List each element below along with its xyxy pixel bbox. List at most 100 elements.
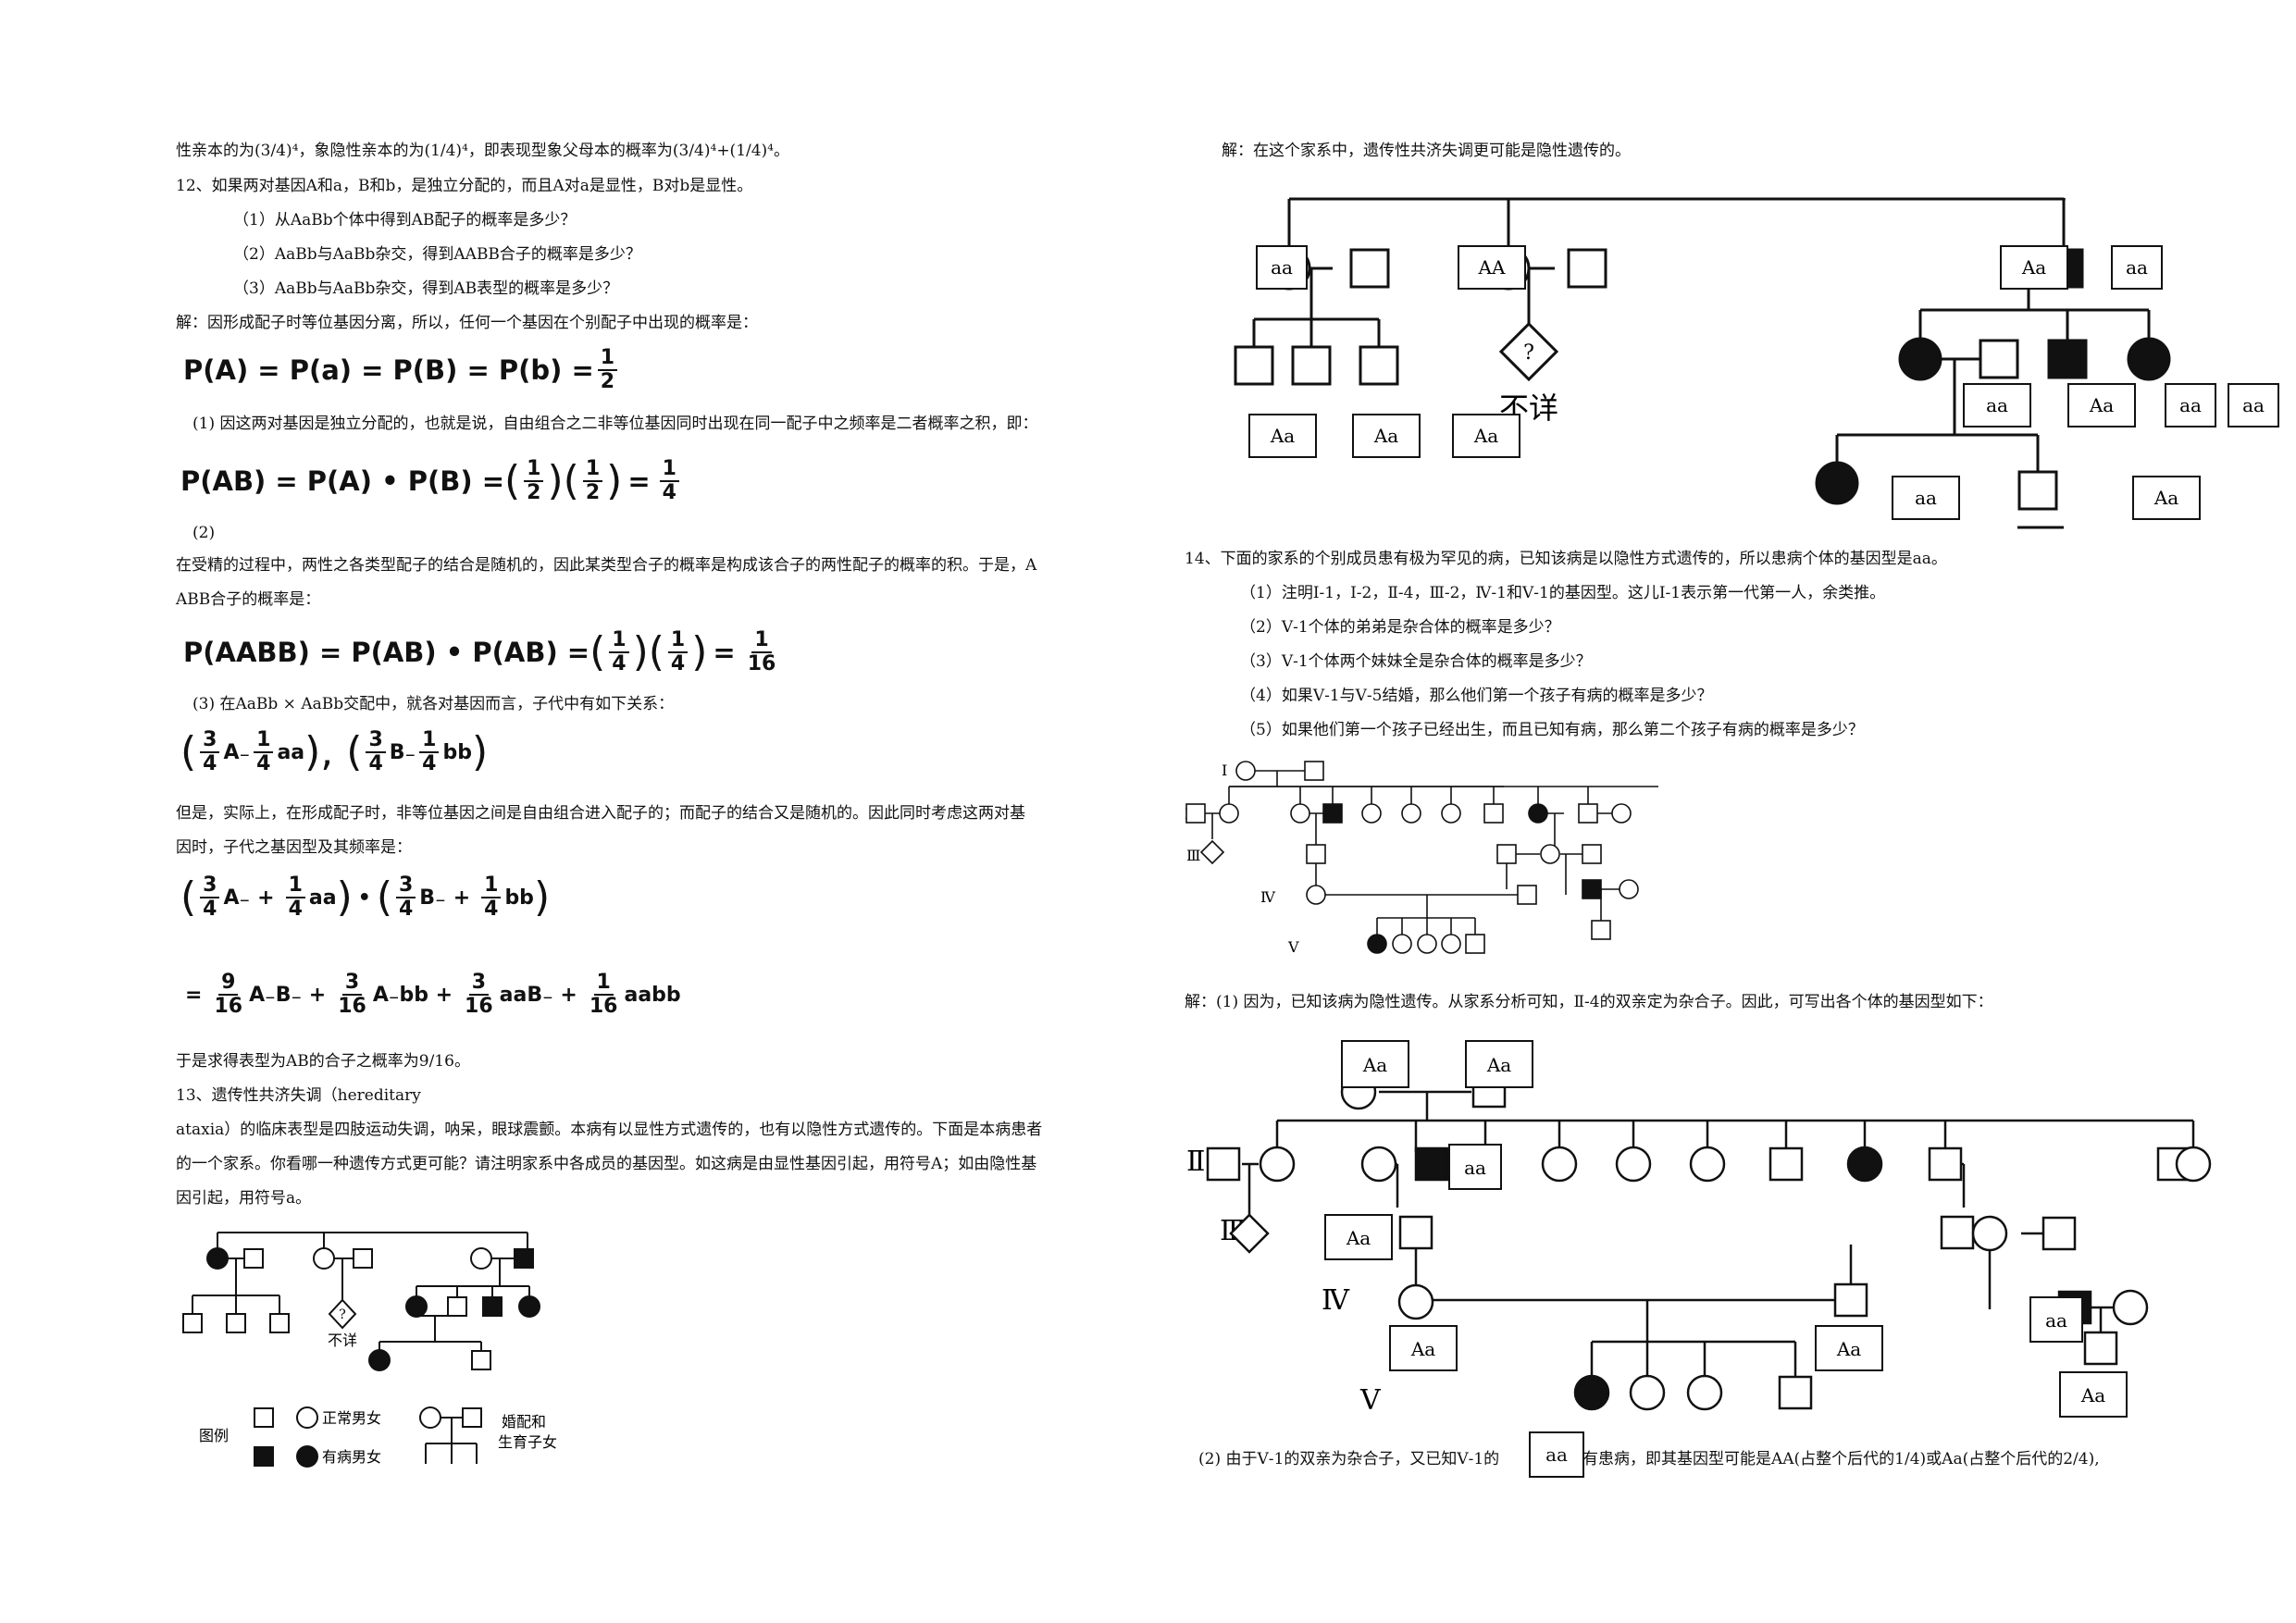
genotype-label: aa bbox=[2179, 394, 2202, 416]
term: A₋B₋ + bbox=[249, 983, 327, 1007]
normal-female bbox=[1417, 934, 1437, 954]
genotype-label: aa bbox=[1271, 256, 1293, 279]
term: aa bbox=[277, 740, 305, 764]
normal-male bbox=[1306, 844, 1326, 864]
normal-female bbox=[1611, 803, 1632, 824]
frac-den: 16 bbox=[214, 995, 243, 1018]
affected-female bbox=[2127, 337, 2171, 381]
question-13-line4: 因引起，用符号a。 bbox=[176, 1189, 312, 1208]
normal-male bbox=[1465, 934, 1485, 954]
term: bb bbox=[442, 740, 472, 764]
genotype-label: aa bbox=[1464, 1157, 1486, 1179]
frac-num: 1 bbox=[582, 458, 603, 482]
frac-den: 4 bbox=[203, 898, 217, 921]
normal-male bbox=[243, 1248, 264, 1269]
genotype-label: Aa bbox=[1486, 1054, 1511, 1076]
question-14-4: （4）如果Ⅴ-1与Ⅴ-5结婚，那么他们第一个孩子有病的概率是多少？ bbox=[1240, 687, 1713, 705]
legend-normal-female bbox=[296, 1406, 318, 1429]
frac-num: 1 bbox=[524, 458, 544, 482]
normal-male bbox=[1778, 1375, 1813, 1410]
question-14-1: （1）注明Ⅰ-1，Ⅰ-2，Ⅱ-4，Ⅲ-2，Ⅳ-1和Ⅴ-1的基因型。这儿Ⅰ-1表示… bbox=[1240, 584, 1886, 602]
normal-male bbox=[226, 1313, 246, 1333]
normal-male bbox=[2042, 1216, 2077, 1251]
normal-male bbox=[1940, 1215, 1975, 1250]
term: bb bbox=[504, 886, 534, 910]
frac-num: 3 bbox=[395, 874, 416, 898]
affected-female bbox=[405, 1295, 428, 1318]
frac-den: 16 bbox=[338, 995, 366, 1018]
term: B₋ bbox=[419, 886, 446, 910]
normal-female bbox=[1401, 803, 1421, 824]
question-14-2: （2）Ⅴ-1个体的弟弟是杂合体的概率是多少？ bbox=[1240, 618, 1560, 637]
frac-num: 9 bbox=[218, 972, 239, 996]
genotype-label: aa bbox=[2045, 1309, 2067, 1332]
generation-label-5: Ⅴ bbox=[1287, 938, 1299, 956]
legend-normal-label: 正常男女 bbox=[322, 1409, 381, 1427]
normal-male bbox=[1979, 339, 2019, 379]
frac-den: 4 bbox=[398, 898, 414, 921]
normal-male bbox=[1398, 1215, 1433, 1250]
genotype-label-box: aa bbox=[1529, 1431, 1584, 1478]
affected-male bbox=[514, 1248, 534, 1269]
normal-male bbox=[2083, 1331, 2118, 1366]
paragraph-part-4-line1: 但是，实际上，在形成配子时，非等位基因之间是自由组合进入配子的；而配子的结合又是… bbox=[176, 804, 1025, 823]
normal-male bbox=[2017, 470, 2058, 511]
normal-male bbox=[1769, 1146, 1804, 1182]
normal-female bbox=[1219, 803, 1239, 824]
affected-female bbox=[1573, 1374, 1610, 1411]
normal-male bbox=[182, 1313, 203, 1333]
normal-female bbox=[1290, 803, 1310, 824]
affected-female bbox=[368, 1349, 391, 1371]
normal-female bbox=[1259, 1146, 1296, 1183]
frac-den: 4 bbox=[288, 898, 303, 921]
normal-female bbox=[1235, 761, 1256, 781]
normal-male bbox=[1496, 844, 1517, 864]
affected-male bbox=[1414, 1146, 1449, 1182]
frac-num: 1 bbox=[285, 874, 305, 898]
term: A₋ bbox=[223, 740, 251, 764]
generation-label-5: Ⅴ bbox=[1359, 1384, 1382, 1417]
normal-male bbox=[1582, 844, 1602, 864]
frac-den: 4 bbox=[612, 652, 627, 675]
legend-affected-female bbox=[296, 1445, 318, 1468]
affected-female bbox=[206, 1247, 229, 1270]
genotype-label: Aa bbox=[2021, 256, 2046, 279]
term: B₋ bbox=[389, 740, 416, 764]
legend-marriage-male bbox=[462, 1407, 482, 1428]
frac-den: 4 bbox=[256, 752, 271, 775]
normal-male bbox=[1349, 248, 1390, 289]
pedigree-rare-disease: Ⅰ Ⅱ Ⅲ Ⅳ Ⅴ bbox=[1185, 761, 1658, 956]
solution-13: 解：在这个家系中，遗传性共济失调更可能是隐性遗传的。 bbox=[1222, 142, 1631, 160]
genotype-label: aa bbox=[1545, 1443, 1568, 1466]
pedigree-ataxia-solution: ? 不详 aa AA Aa aa Aa Aa Aa aa bbox=[1234, 197, 2279, 529]
normal-male bbox=[447, 1296, 467, 1317]
frac-num: 3 bbox=[200, 729, 220, 753]
solution-intro: 解：因形成配子时等位基因分离，所以，任何一个基因在个别配子中出现的概率是： bbox=[176, 314, 758, 332]
normal-female bbox=[1360, 1146, 1397, 1183]
left-column: 性亲本的为(3/4)⁴，象隐性亲本的为(1/4)⁴，即表现型象父母本的概率为(3… bbox=[176, 142, 1042, 1468]
affected-female bbox=[1846, 1146, 1883, 1183]
unknown-label: 不详 bbox=[328, 1332, 357, 1349]
genotype-label: Aa bbox=[1473, 425, 1498, 447]
question-12-3: （3）AaBb与AaBb杂交，得到AB表型的概率是多少？ bbox=[233, 279, 619, 298]
legend-marriage-label-2: 生育子女 bbox=[498, 1433, 557, 1451]
affected-female bbox=[518, 1295, 540, 1318]
question-13-line3: 的一个家系。你看哪一种遗传方式更可能？请注明家系中各成员的基因型。如这病是由显性… bbox=[176, 1155, 1037, 1173]
normal-male bbox=[1578, 803, 1598, 824]
frac-num: 1 bbox=[597, 347, 618, 371]
frac-den: 16 bbox=[465, 995, 493, 1018]
generation-label-2: Ⅱ bbox=[1186, 1146, 1205, 1178]
normal-male bbox=[269, 1313, 290, 1333]
normal-male bbox=[1359, 345, 1399, 386]
normal-male bbox=[1483, 803, 1504, 824]
normal-female bbox=[1971, 1215, 2008, 1252]
genotype-label: Aa bbox=[1362, 1054, 1387, 1076]
question-12-1: （1）从AaBb个体中得到AB配子的概率是多少？ bbox=[233, 211, 577, 229]
frac-den: 4 bbox=[368, 752, 383, 775]
normal-male bbox=[471, 1350, 491, 1370]
normal-male bbox=[1234, 345, 1274, 386]
frac-num: 1 bbox=[751, 629, 772, 653]
